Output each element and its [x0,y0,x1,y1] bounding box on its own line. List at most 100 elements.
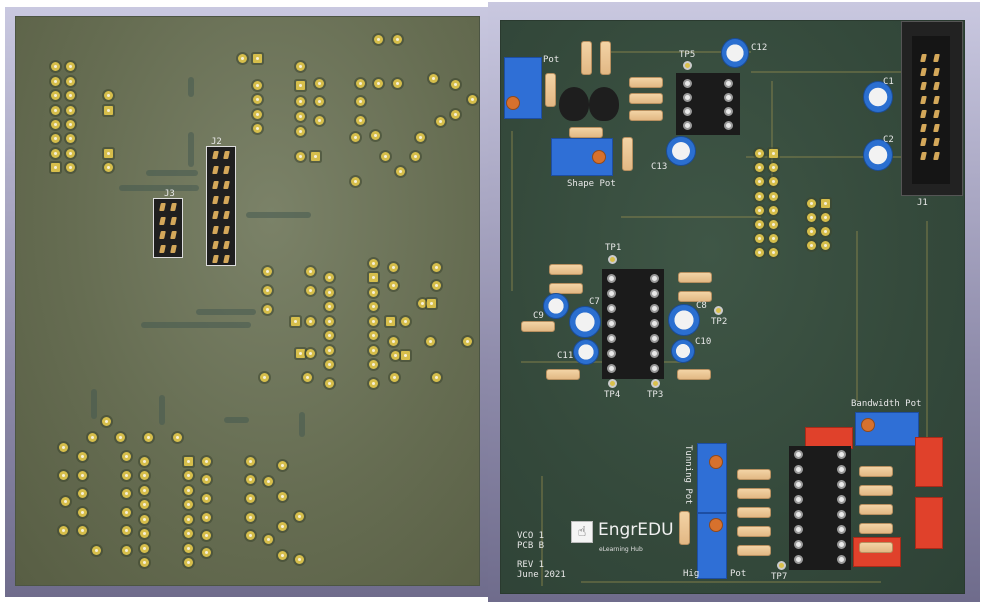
label-high-pot-b: Pot [730,569,747,579]
pot-screw [709,455,723,469]
pin [223,181,230,189]
pin [159,203,166,211]
resistor [737,469,771,480]
pin [212,196,219,204]
pad [356,97,365,106]
pad [51,77,60,86]
label-c7: C7 [589,297,600,307]
pad [325,360,334,369]
socket-pin [607,364,616,373]
pad [278,461,287,470]
capacitor-c2 [863,139,893,171]
pad [184,544,193,553]
pad [325,346,334,355]
socket-pin [837,525,846,534]
pin [212,211,219,219]
pin [223,255,230,263]
pad [755,248,764,257]
pad [389,263,398,272]
resistor [678,272,712,283]
pad [78,508,87,517]
pad [374,35,383,44]
pad [755,177,764,186]
test-point-tp2[interactable] [714,306,723,315]
pad [202,513,211,522]
trace [188,77,194,97]
socket-pin [794,465,803,474]
trace [621,216,761,218]
pad [66,77,75,86]
potentiometer-pot[interactable] [504,57,542,119]
trace [521,361,681,363]
pad [821,241,830,250]
pad [306,267,315,276]
potentiometer-high[interactable] [697,513,727,579]
pot-screw [709,518,723,532]
socket-pin [650,304,659,313]
resistor [737,507,771,518]
test-point-tp7[interactable] [777,561,786,570]
connector-j3 [153,198,183,258]
pad [296,152,305,161]
test-point-tp1[interactable] [608,255,617,264]
pad [369,317,378,326]
trace [246,212,311,218]
pad [264,535,273,544]
label-tp2: TP2 [711,317,728,327]
ic-socket-14pin [602,269,664,379]
socket-pin [724,93,733,102]
pin [223,196,230,204]
board-name: VCO 1 [517,531,545,541]
socket-pin [794,525,803,534]
pad [253,110,262,119]
pin [223,151,230,159]
pad [66,106,75,115]
pad [140,500,149,509]
socket-pin [794,555,803,564]
board-revision: REV 1 [517,560,545,570]
resistor [600,41,611,75]
trace [299,412,305,437]
pad [451,110,460,119]
test-point-tp3[interactable] [651,379,660,388]
pad [140,558,149,567]
pad [202,475,211,484]
trace [141,322,251,328]
pad [427,299,436,308]
trace [119,185,199,191]
label-tp7: TP7 [771,572,788,582]
pad [451,80,460,89]
pad [51,62,60,71]
socket-pin [607,274,616,283]
trace [601,51,751,53]
resistor [545,73,556,107]
pad [92,546,101,555]
pad [315,97,324,106]
pad [369,302,378,311]
potentiometer-tunning[interactable] [697,443,727,513]
label-c10: C10 [695,337,712,347]
pad [432,281,441,290]
test-point-tp5[interactable] [683,61,692,70]
test-point-tp4[interactable] [608,379,617,388]
pad [295,555,304,564]
pad [263,305,272,314]
ic-socket-16pin [789,446,851,570]
label-c8: C8 [696,301,707,311]
label-c12: C12 [751,43,768,53]
pad [184,500,193,509]
pad [426,337,435,346]
pin [212,255,219,263]
socket-pin [794,480,803,489]
pad [51,163,60,172]
resistor [859,523,893,534]
pad [306,286,315,295]
pad [263,267,272,276]
pad [351,133,360,142]
socket-pin [794,540,803,549]
pin [159,231,166,239]
pad [769,163,778,172]
trace [188,132,194,167]
pad [246,457,255,466]
pin [170,231,177,239]
